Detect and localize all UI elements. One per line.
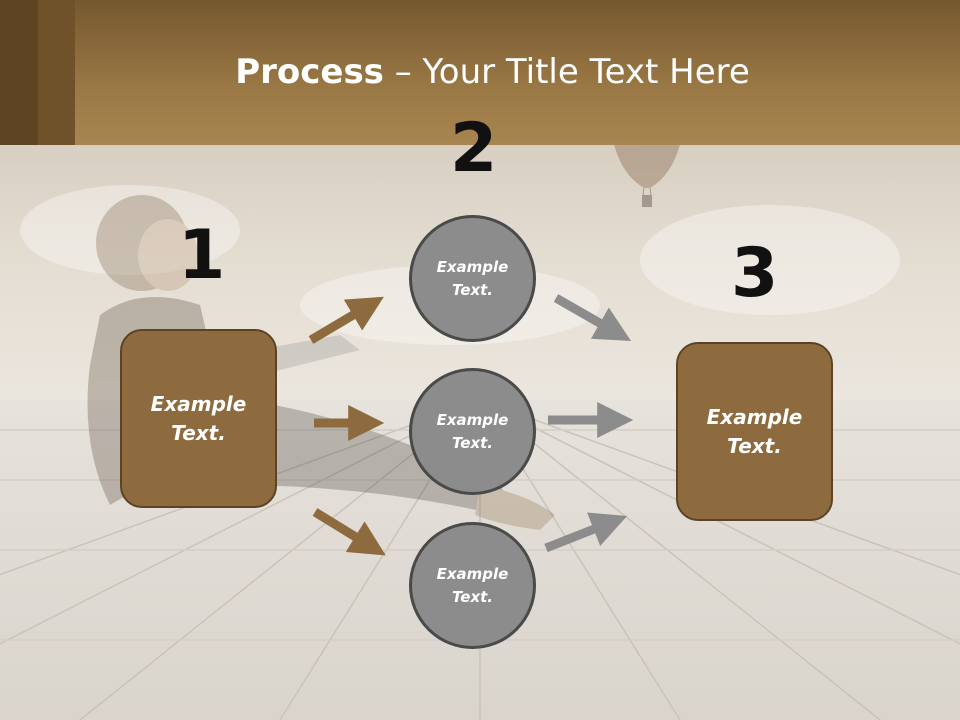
circle-top[interactable]: Example Text.: [409, 215, 536, 342]
arrow-to-top-circle: [308, 296, 384, 344]
balloon-icon: [614, 140, 680, 207]
title-rest-part: – Your Title Text Here: [383, 52, 750, 92]
arrow-to-bottom-circle: [312, 508, 386, 556]
circle-top-text: Example Text.: [436, 257, 509, 299]
right-box-text: Example Text.: [706, 404, 803, 458]
title-banner: Process – Your Title Text Here: [0, 0, 960, 145]
slide-title[interactable]: Process – Your Title Text Here: [0, 52, 960, 92]
step-number-1: 1: [178, 216, 226, 295]
circle-middle[interactable]: Example Text.: [409, 368, 536, 495]
circle-bottom[interactable]: Example Text.: [409, 522, 536, 649]
circle-bottom-text: Example Text.: [436, 564, 509, 606]
circle-middle-text: Example Text.: [436, 410, 509, 452]
banner-accent-strip: [0, 0, 38, 145]
step-number-3: 3: [731, 234, 779, 313]
banner-accent-strip: [38, 0, 75, 145]
left-text-box[interactable]: Example Text.: [120, 329, 277, 508]
title-bold-part: Process: [235, 52, 384, 92]
step-number-2: 2: [450, 109, 498, 188]
left-box-text: Example Text.: [150, 391, 247, 445]
right-text-box[interactable]: Example Text.: [676, 342, 833, 521]
arrow-from-bottom-circle: [544, 512, 628, 553]
arrow-from-top-circle: [553, 294, 632, 342]
